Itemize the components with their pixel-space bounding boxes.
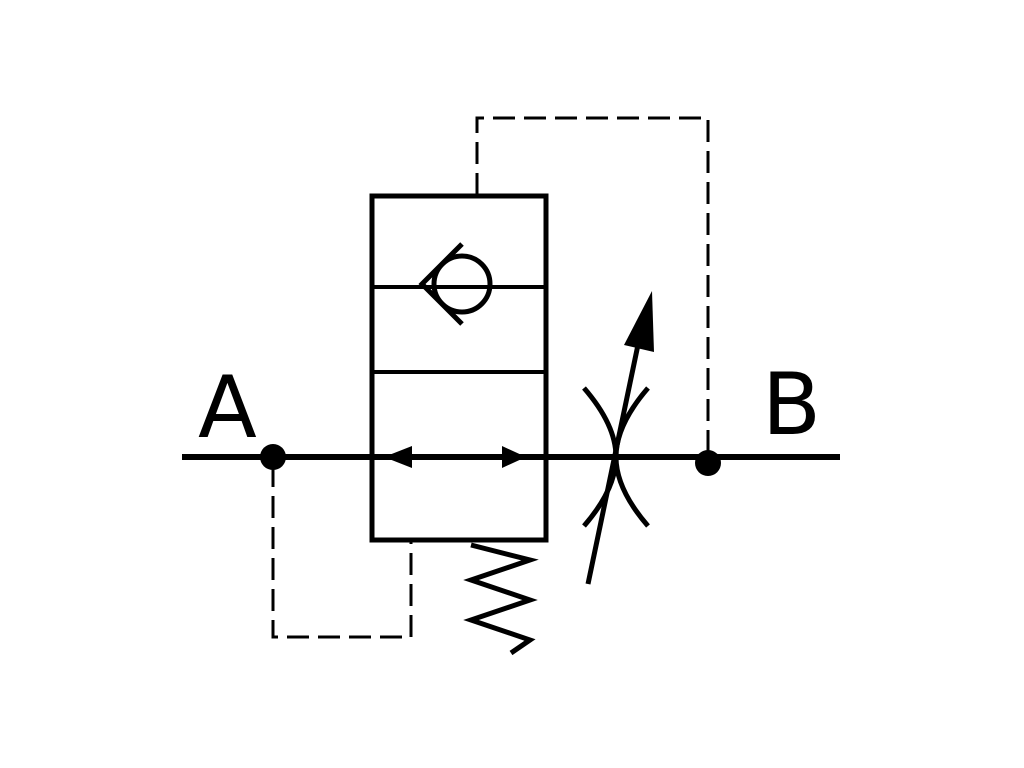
return-spring-icon (463, 542, 539, 656)
junction-dot-a (260, 444, 286, 470)
check-valve-icon (418, 242, 493, 326)
flow-arrow-icon (384, 446, 412, 468)
dashed-pilot-line-b (475, 116, 710, 452)
variable-orifice-icon (582, 339, 650, 585)
adjustment-arrowhead-icon (624, 291, 654, 352)
flow-arrow-icon (502, 446, 526, 468)
port-a-label: A (198, 358, 257, 458)
junction-dot-b (695, 450, 721, 476)
port-b-label: B (762, 355, 821, 455)
dashed-pilot-line-a (271, 465, 413, 639)
valve-body (369, 193, 549, 543)
